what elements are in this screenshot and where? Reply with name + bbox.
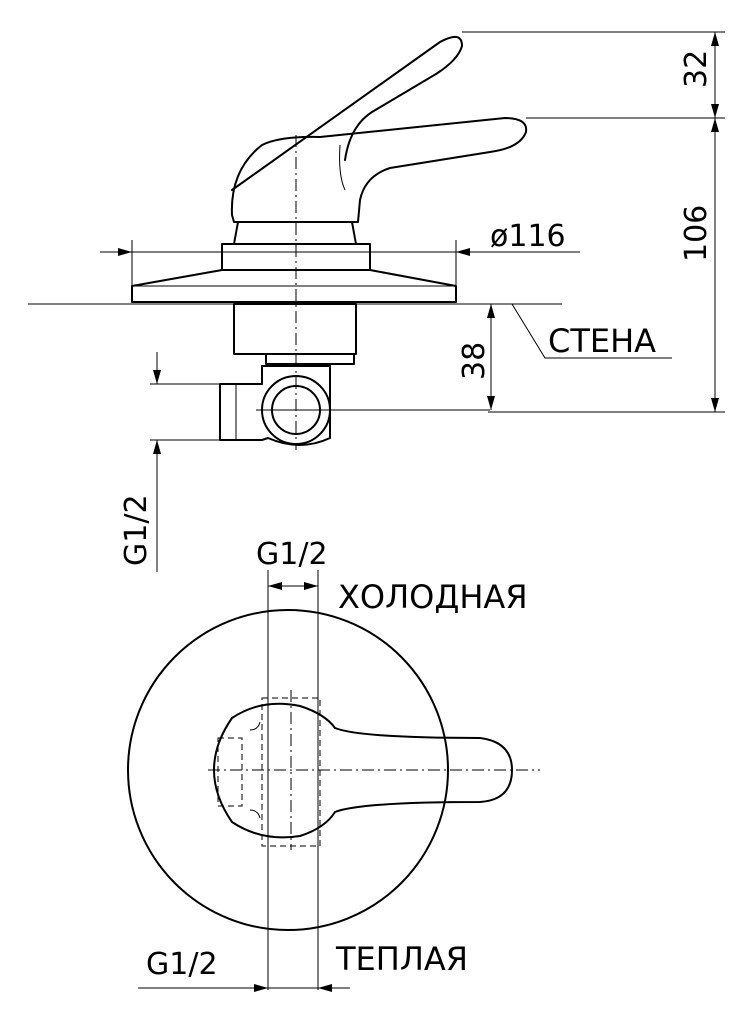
lever-top-detail-1 xyxy=(249,721,261,731)
dim-dia-text: ø116 xyxy=(490,219,566,254)
thread-bottom-arrow-left xyxy=(254,984,268,992)
dim-106-text: 106 xyxy=(679,205,714,262)
dim-32-arrow-top xyxy=(711,32,719,46)
wall-label: СТЕНА xyxy=(548,322,656,360)
thread-top-arrow-right xyxy=(304,582,318,590)
thread-side-arrow-bottom xyxy=(153,440,161,454)
thread-top-arrow-left xyxy=(268,582,282,590)
dim-dia-arrow-right xyxy=(456,248,470,256)
thread-bottom-text: G1/2 xyxy=(146,947,218,982)
lever-handle xyxy=(230,117,528,223)
front-view: G1/2 ХОЛОДНАЯ G1/2 ТЕПЛАЯ xyxy=(127,537,540,992)
wall-leader xyxy=(511,303,672,359)
dim-38-arrow-bottom xyxy=(487,396,495,410)
warm-label: ТЕПЛАЯ xyxy=(335,940,468,978)
thread-side-text: G1/2 xyxy=(119,494,154,566)
lever-detail-line xyxy=(339,144,346,191)
dim-38-arrow-top xyxy=(487,304,495,318)
inlet-elbow xyxy=(219,365,331,446)
cold-label: ХОЛОДНАЯ xyxy=(338,578,528,616)
thread-side-arrow-top xyxy=(153,370,161,384)
thread-bottom-arrow-right xyxy=(318,984,332,992)
dim-32-arrow-bottom xyxy=(711,104,719,118)
thread-top-text: G1/2 xyxy=(256,537,328,572)
dim-106-arrow-top xyxy=(711,118,719,132)
side-view: 32 106 38 ø116 СТЕНА G1/2 xyxy=(28,31,725,572)
dim-dia-arrow-left xyxy=(118,248,132,256)
hidden-body xyxy=(217,737,243,807)
rosette-circle xyxy=(127,609,449,931)
lever-top-view xyxy=(213,702,513,839)
dim-38-text: 38 xyxy=(457,342,492,380)
valve-body xyxy=(233,303,357,355)
dim-106-arrow-bottom xyxy=(711,398,719,412)
dim-32-text: 32 xyxy=(679,50,714,88)
valve-body-lower xyxy=(265,353,355,365)
cartridge-cap xyxy=(233,221,357,245)
lever-raised-outline xyxy=(231,35,463,191)
lever-top-detail-2 xyxy=(249,809,261,819)
